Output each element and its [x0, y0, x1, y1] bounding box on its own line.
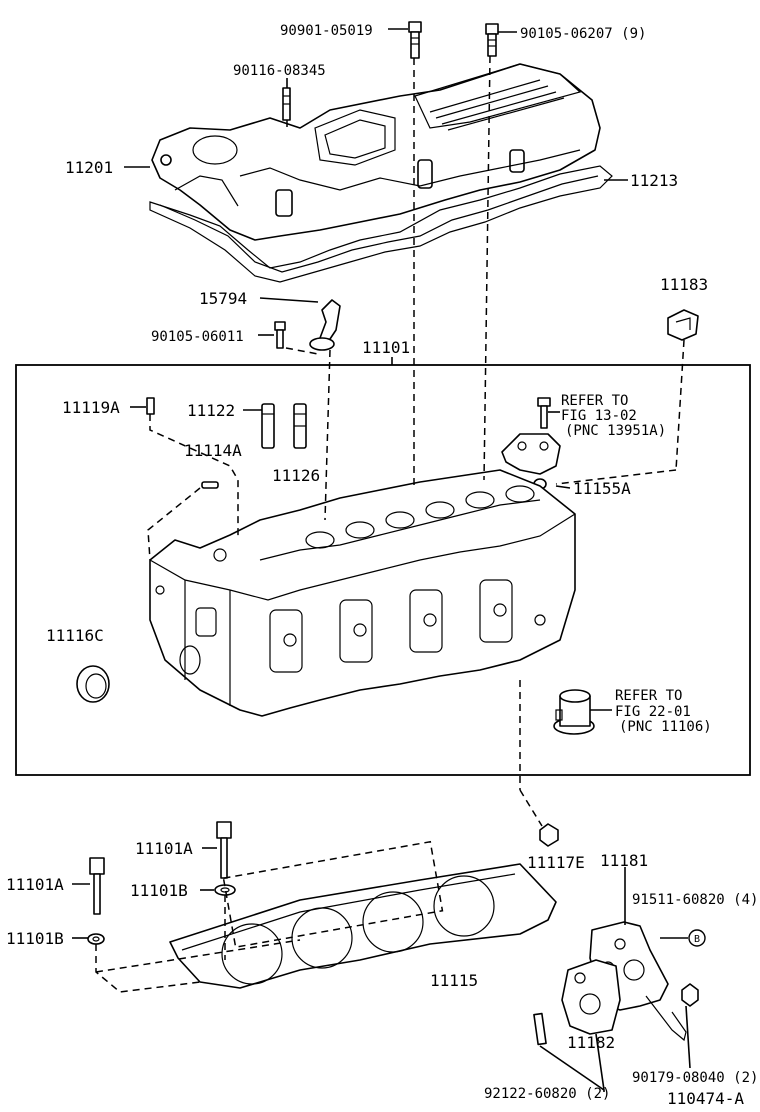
gasket-11182: [561, 959, 621, 1035]
head-gasket-11115: [169, 863, 557, 989]
pin-11114a: [201, 481, 219, 489]
stud-92122-60820: [533, 1012, 547, 1046]
bolt-90179-08040: [681, 983, 699, 1007]
label-90179-08040: 90179-08040 (2): [632, 1070, 758, 1086]
label-11101a-lower: 11101A: [6, 875, 64, 894]
injector-holder: [553, 689, 595, 735]
label-11101a-upper: 11101A: [135, 839, 193, 858]
bolt-90105-06207: [485, 23, 499, 57]
plug-11119a: [146, 397, 155, 415]
label-11115: 11115: [430, 971, 478, 990]
washer-11101b-upper: [214, 884, 236, 896]
cylinder-head-group-frame: [15, 364, 751, 776]
label-11101b-lower: 11101B: [6, 929, 64, 948]
leader-lines: [72, 28, 691, 1092]
valve-cover-11201: [151, 63, 601, 241]
label-11117e: 11117E: [527, 853, 585, 872]
label-11201: 11201: [65, 158, 113, 177]
cylinder-head: [149, 469, 576, 717]
label-15794: 15794: [199, 289, 247, 308]
hose-fitting-15794: [309, 299, 341, 351]
callout-b-text: B: [694, 934, 700, 945]
label-11101b-upper: 11101B: [130, 881, 188, 900]
figure-id-110474-a: 110474-A: [667, 1089, 744, 1108]
refer-22-line2: FIG 22-01: [615, 704, 691, 720]
label-11119a: 11119A: [62, 398, 120, 417]
head-bolt-11101a-upper: [216, 821, 232, 879]
label-90105-06011: 90105-06011: [151, 329, 244, 345]
label-91511-60820: 91511-60820 (4): [632, 892, 758, 908]
refer-22-line3: (PNC 11106): [619, 719, 712, 735]
plug-11117e: [539, 823, 559, 847]
label-11116c: 11116C: [46, 626, 104, 645]
refer-22-line1: REFER TO: [615, 688, 682, 704]
refer-13-line3: (PNC 13951A): [565, 423, 666, 439]
label-11213: 11213: [630, 171, 678, 190]
refer-13-line1: REFER TO: [561, 393, 628, 409]
label-11126: 11126: [272, 466, 320, 485]
callout-b: B: [688, 929, 706, 947]
cover-gasket-11213: [149, 165, 613, 283]
label-92122-60820: 92122-60820 (2): [484, 1086, 610, 1102]
refer-13-line2: FIG 13-02: [561, 408, 637, 424]
valve-guide-11126: [293, 403, 307, 449]
bearing-cap-11183: [667, 309, 699, 341]
label-11181: 11181: [600, 851, 648, 870]
washer-11101b-lower: [87, 933, 105, 945]
label-11114a: 11114A: [184, 441, 242, 460]
label-90901-05019: 90901-05019: [280, 23, 373, 39]
head-bolt-11101a-lower: [89, 857, 105, 915]
label-90105-06207: 90105-06207 (9): [520, 26, 646, 42]
camshaft-cap-bolt: [537, 397, 551, 429]
label-11101: 11101: [362, 338, 410, 357]
label-11183: 11183: [660, 275, 708, 294]
label-11122: 11122: [187, 401, 235, 420]
bolt-90901-05019: [408, 21, 422, 59]
camshaft-bearing-cap: [501, 433, 561, 475]
label-90116-08345: 90116-08345: [233, 63, 326, 79]
welch-plug-11116c: [76, 665, 110, 703]
label-11182: 11182: [567, 1033, 615, 1052]
valve-guide-11122: [261, 403, 275, 449]
label-11155a: 11155A: [573, 479, 631, 498]
bolt-90105-06011: [274, 321, 286, 349]
alignment-dashes: [95, 55, 685, 993]
stud-90116-08345: [282, 87, 291, 121]
